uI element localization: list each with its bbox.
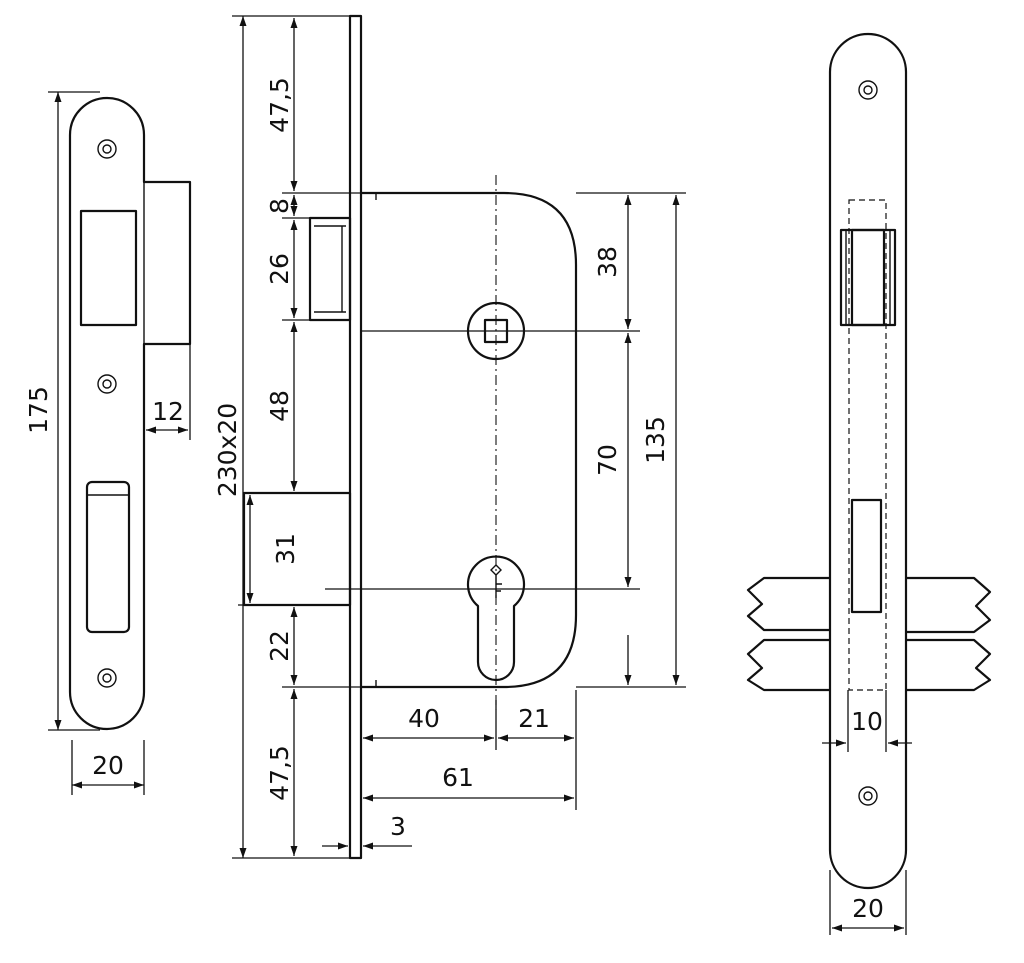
forend-outline (828, 32, 908, 890)
key-icon (490, 564, 502, 598)
faceplate-thickness-label: 3 (390, 812, 406, 841)
front-dimensions (822, 690, 912, 935)
striker-lip-label: 12 (152, 397, 184, 426)
lock-case (361, 191, 578, 689)
bolt-width-label: 10 (851, 707, 883, 736)
lock-body (242, 14, 640, 860)
gap-top-label: 8 (265, 198, 294, 214)
case-hidden-outline (848, 199, 887, 691)
striker-height-label: 175 (24, 386, 53, 434)
bolt-opening (85, 480, 131, 634)
forend-screw-top (858, 80, 878, 100)
striker-width-label: 20 (92, 751, 124, 780)
screw-hole-bottom (97, 668, 117, 688)
bolt-front (850, 498, 883, 614)
striker-dimensions (48, 91, 191, 795)
follower-to-top-label: 38 (593, 246, 622, 278)
screw-hole-top (97, 139, 117, 159)
cylinder-to-back-label: 21 (518, 704, 550, 733)
bolt-to-bottom-label: 22 (265, 630, 294, 662)
faceplate-size-label: 230x20 (213, 403, 242, 497)
latch (308, 216, 352, 322)
case-height-label: 135 (641, 416, 670, 464)
door-left (746, 576, 830, 632)
top-margin-label: 47,5 (265, 77, 294, 133)
bolt-height-label: 31 (271, 533, 300, 565)
bottom-margin-label: 47,5 (265, 745, 294, 801)
cylinder-cutout (466, 555, 526, 682)
forend-width-label: 20 (852, 894, 884, 923)
latch-height-label: 26 (265, 253, 294, 285)
centre-distance-label: 70 (593, 444, 622, 476)
forend-screw-bottom (858, 786, 878, 806)
door-right (906, 576, 992, 634)
faceplate (348, 14, 363, 860)
case-depth-label: 61 (442, 763, 474, 792)
front-view (746, 32, 992, 890)
screw-hole-middle (97, 374, 117, 394)
backset-label: 40 (408, 704, 440, 733)
latch-to-bolt-label: 48 (265, 390, 294, 422)
latch-opening (79, 209, 138, 327)
lock-dimensions (232, 15, 686, 859)
